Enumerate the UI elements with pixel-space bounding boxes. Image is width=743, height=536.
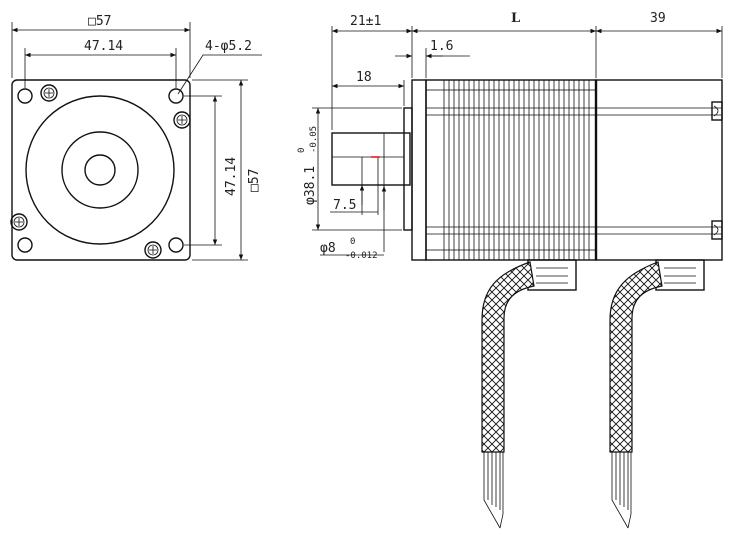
shaft-tol-upper: 0 (350, 237, 355, 247)
wire-bundle (483, 452, 504, 529)
mount-hole (168, 88, 184, 104)
mount-hole (168, 237, 184, 253)
square-size-side-label: □57 (247, 169, 262, 192)
cable-gland (655, 259, 705, 291)
screw-icon (40, 84, 58, 102)
shaft-tol-lower: -0.012 (345, 251, 378, 261)
shaft-circle (84, 154, 116, 186)
braided-cable (609, 261, 663, 453)
boss-circle (61, 131, 139, 209)
screw-icon (10, 213, 28, 231)
hole-spacing-h-label: 47.14 (84, 39, 123, 54)
flange-length-label: 21±1 (350, 14, 381, 29)
stator-body (425, 79, 597, 261)
screw-icon (144, 241, 162, 259)
pilot-diameter-label: φ38.1 (303, 166, 318, 205)
screw-icon (173, 111, 191, 129)
front-body-outline (11, 79, 191, 261)
shaft-length-label: 18 (356, 70, 372, 85)
screw-icon (711, 101, 723, 121)
flange-thickness-label: 1.6 (430, 39, 453, 54)
pilot-tol-lower: -0.05 (309, 126, 319, 153)
braided-cable (481, 261, 535, 453)
stator-laminations (443, 80, 590, 260)
shaft-diameter-group: φ8 0 -0.012 (320, 237, 378, 261)
cable-gland (527, 259, 577, 291)
wire-bundle (611, 452, 632, 529)
rear-section (595, 79, 723, 261)
pilot-diameter-group: φ38.1 0 -0.05 (297, 126, 319, 205)
body-length-label: L (511, 11, 520, 26)
screw-icon (711, 220, 723, 240)
shaft (331, 132, 411, 186)
pilot-boss (403, 107, 413, 231)
mount-hole (17, 237, 33, 253)
shaft-diameter-label: φ8 (320, 241, 336, 256)
hole-spec-label: 4-φ5.2 (205, 39, 252, 54)
front-view: □57 47.14 4-φ5.2 47.14 □57 (10, 14, 262, 261)
pilot-circle (25, 95, 175, 245)
mount-hole (17, 88, 33, 104)
square-size-top-label: □57 (88, 14, 111, 29)
pilot-tol-upper: 0 (297, 148, 307, 153)
hole-spacing-v-label: 47.14 (224, 157, 239, 196)
flat-depth-label: 7.5 (333, 198, 356, 213)
rear-length-label: 39 (650, 11, 666, 26)
front-flange (411, 79, 427, 261)
side-view: 21±1 L 39 1.6 18 φ38.1 0 -0.05 7.5 (297, 11, 723, 529)
